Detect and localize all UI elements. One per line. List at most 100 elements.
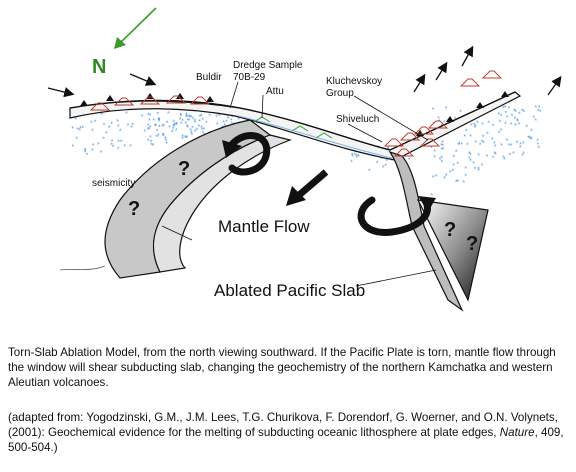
svg-text:*: * (184, 135, 187, 142)
svg-text:*: * (227, 114, 230, 121)
svg-text:*: * (162, 123, 165, 130)
svg-text:*: * (432, 107, 435, 114)
svg-text:*: * (474, 124, 477, 131)
svg-text:*: * (188, 118, 191, 125)
svg-text:*: * (494, 152, 497, 159)
svg-text:*: * (173, 122, 176, 129)
svg-text:*: * (158, 124, 161, 131)
caption-reference: (adapted from: Yogodzinski, G.M., J.M. L… (8, 410, 570, 455)
svg-text:*: * (463, 134, 466, 141)
svg-text:*: * (500, 128, 503, 135)
svg-text:*: * (186, 118, 189, 125)
svg-text:*: * (519, 145, 522, 152)
svg-text:*: * (482, 134, 485, 141)
svg-text:*: * (71, 126, 74, 133)
svg-text:*: * (493, 141, 496, 148)
svg-text:*: * (130, 125, 133, 132)
svg-text:*: * (208, 113, 211, 120)
svg-text:*: * (464, 166, 467, 173)
svg-text:*: * (493, 151, 496, 158)
north-label: N (92, 56, 106, 78)
svg-text:*: * (119, 129, 122, 136)
svg-text:*: * (451, 168, 454, 175)
svg-text:*: * (192, 117, 195, 124)
svg-text:*: * (469, 158, 472, 165)
svg-text:*: * (457, 179, 460, 186)
svg-text:*: * (465, 128, 468, 135)
svg-text:*: * (189, 128, 192, 135)
torn-slab-diagram: N **************************************… (47, 7, 562, 312)
svg-text:*: * (518, 112, 521, 119)
svg-text:*: * (86, 152, 89, 159)
svg-text:*: * (516, 119, 519, 126)
plate-motion-arrows (47, 45, 562, 98)
svg-text:*: * (127, 123, 130, 130)
svg-text:*: * (440, 155, 443, 162)
svg-text:*: * (438, 119, 441, 126)
svg-text:*: * (491, 137, 494, 144)
svg-text:*: * (458, 142, 461, 149)
svg-text:*: * (408, 157, 411, 164)
north-arrow-icon (114, 7, 157, 49)
svg-text:*: * (120, 140, 123, 147)
svg-text:*: * (152, 143, 155, 150)
svg-text:*: * (482, 141, 485, 148)
svg-text:*: * (108, 126, 111, 133)
svg-text:*: * (180, 114, 183, 121)
svg-text:*: * (105, 131, 108, 138)
svg-text:*: * (444, 132, 447, 139)
svg-text:*: * (535, 105, 538, 112)
svg-text:*: * (477, 168, 480, 175)
rotation-arrow-left-icon (224, 132, 271, 176)
label-mantle-flow: Mantle Flow (218, 217, 310, 236)
svg-text:*: * (468, 156, 471, 163)
svg-text:*: * (351, 152, 354, 159)
svg-text:*: * (481, 163, 484, 170)
svg-text:*: * (200, 114, 203, 121)
svg-text:*: * (132, 123, 135, 130)
svg-text:*: * (196, 127, 199, 134)
svg-text:*: * (513, 109, 516, 116)
svg-text:*: * (470, 123, 473, 130)
question-mark-1: ? (178, 158, 190, 180)
svg-text:*: * (111, 139, 114, 146)
svg-text:*: * (157, 118, 160, 125)
slab-window-triangle (416, 199, 489, 302)
svg-text:*: * (508, 106, 511, 113)
svg-text:*: * (510, 143, 513, 150)
svg-text:*: * (164, 136, 167, 143)
svg-text:*: * (91, 148, 94, 155)
svg-text:*: * (156, 128, 159, 135)
svg-text:*: * (149, 113, 152, 120)
svg-text:*: * (147, 127, 150, 134)
svg-text:*: * (181, 134, 184, 141)
svg-text:*: * (506, 138, 509, 145)
svg-text:*: * (382, 165, 385, 172)
svg-text:*: * (497, 112, 500, 119)
svg-text:*: * (512, 151, 515, 158)
svg-text:*: * (441, 140, 444, 147)
svg-text:*: * (172, 127, 175, 134)
svg-text:*: * (79, 126, 82, 133)
svg-text:*: * (201, 117, 204, 124)
svg-text:*: * (504, 122, 507, 129)
svg-text:*: * (499, 120, 502, 127)
svg-text:*: * (530, 136, 533, 143)
svg-text:*: * (492, 123, 495, 130)
reference-text: (adapted from: Yogodzinski, G.M., J.M. L… (8, 411, 558, 439)
svg-text:*: * (445, 173, 448, 180)
svg-text:*: * (166, 120, 169, 127)
svg-text:*: * (462, 180, 465, 187)
svg-text:*: * (474, 140, 477, 147)
svg-text:*: * (494, 144, 497, 151)
svg-text:*: * (469, 134, 472, 141)
svg-text:*: * (181, 137, 184, 144)
mantle-flow-arrow-icon (286, 169, 329, 206)
svg-text:*: * (186, 135, 189, 142)
svg-text:*: * (355, 154, 358, 161)
svg-text:*: * (171, 129, 174, 136)
svg-text:*: * (498, 131, 501, 138)
svg-text:*: * (237, 117, 240, 124)
svg-text:*: * (203, 127, 206, 134)
svg-text:*: * (466, 143, 469, 150)
